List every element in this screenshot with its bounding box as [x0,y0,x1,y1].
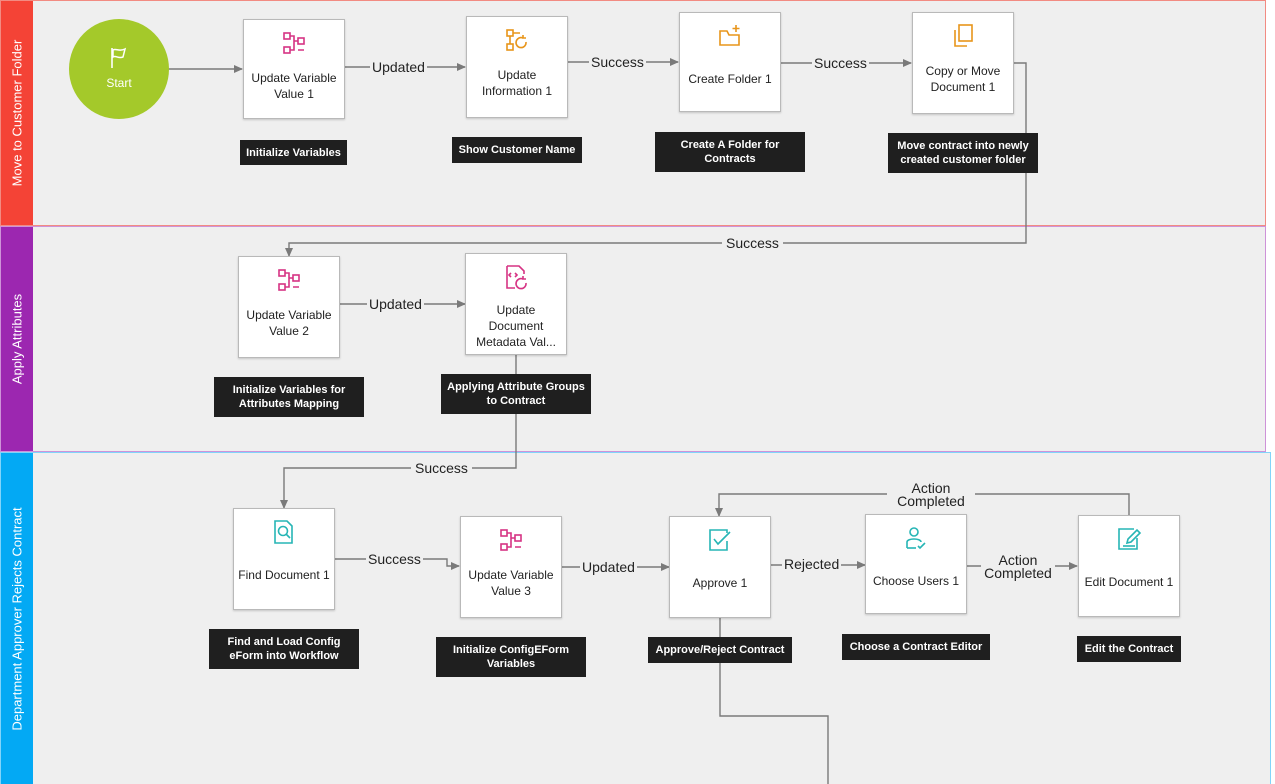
choose-user-icon [906,527,926,550]
node-label: Choose Users 1 [872,574,960,588]
edge-label: Updated [370,59,427,75]
edge-label: Success [366,551,423,567]
flag-icon [111,47,127,68]
update-variable-value-2-node[interactable]: Update Variable Value 2 [238,256,340,358]
update-information-1-node[interactable]: Update Information 1 [466,16,568,118]
edge-label: Action Completed [887,481,975,508]
edge-approve-down [719,618,829,784]
node-caption: Approve/Reject Contract [648,637,792,663]
swimlane-apply-attributes: Apply Attributes [0,226,1266,452]
edge-success-3 [285,62,1027,257]
node-label: Update Document Metadata Val... [476,303,556,349]
node-caption: Initialize Variables [240,140,347,165]
start-node[interactable]: Start [69,19,169,119]
create-folder-1-node[interactable]: Create Folder 1 [679,12,781,112]
edit-document-1-node[interactable]: Edit Document 1 [1078,515,1180,617]
node-label: Find Document 1 [238,568,330,582]
variable-icon [283,32,305,54]
node-caption: Move contract into newly created custome… [888,133,1038,173]
variable-icon [278,269,300,291]
node-caption: Edit the Contract [1077,636,1181,662]
edge-label: Updated [367,296,424,312]
node-label: Update Variable Value 2 [246,308,332,338]
choose-users-1-node[interactable]: Choose Users 1 [865,514,967,614]
node-label: Update Information 1 [481,68,553,98]
node-label: Edit Document 1 [1084,575,1174,589]
folder-plus-icon [719,25,740,46]
update-variable-value-3-node[interactable]: Update Variable Value 3 [460,516,562,618]
swimlane-move-to-customer-folder: Move to Customer Folder [0,0,1266,226]
edge-label: Action Completed [981,553,1055,580]
update-document-metadata-node[interactable]: Update Document Metadata Val... [465,253,567,355]
edit-document-icon [1118,528,1142,550]
update-variable-value-1-node[interactable]: Update Variable Value 1 [243,19,345,119]
swimlane-department-approver-rejects-contract: Department Approver Rejects Contract [0,452,1271,784]
node-label: Create Folder 1 [688,72,772,86]
edge-label: Success [411,461,472,475]
edge-label: Rejected [782,556,842,572]
node-label: Approve 1 [692,576,748,590]
lane-header: Move to Customer Folder [1,1,33,225]
metadata-icon [506,265,527,290]
node-caption: Find and Load Config eForm into Workflow [209,629,359,669]
copy-icon [954,24,973,47]
edge-label: Success [589,54,646,70]
node-caption: Choose a Contract Editor [842,634,990,660]
edge-label: Success [722,236,783,250]
variable-icon [500,529,522,551]
approve-icon [709,529,731,551]
node-label: Update Variable Value 3 [468,568,554,598]
node-caption: Create A Folder for Contracts [655,132,805,172]
node-caption: Initialize ConfigEForm Variables [436,637,586,677]
find-document-icon [274,520,293,544]
approve-1-node[interactable]: Approve 1 [669,516,771,618]
start-label: Start [106,76,132,90]
information-icon [506,29,527,51]
lane-header: Apply Attributes [1,227,33,451]
find-document-1-node[interactable]: Find Document 1 [233,508,335,610]
edge-label: Updated [580,559,637,575]
node-label: Update Variable Value 1 [251,71,337,101]
copy-or-move-document-1-node[interactable]: Copy or Move Document 1 [912,12,1014,114]
lane-header: Department Approver Rejects Contract [1,453,33,784]
node-label: Copy or Move Document 1 [925,64,1001,94]
node-caption: Applying Attribute Groups to Contract [441,374,591,414]
edge-label: Success [812,55,869,71]
node-caption: Initialize Variables for Attributes Mapp… [214,377,364,417]
node-caption: Show Customer Name [452,137,582,163]
